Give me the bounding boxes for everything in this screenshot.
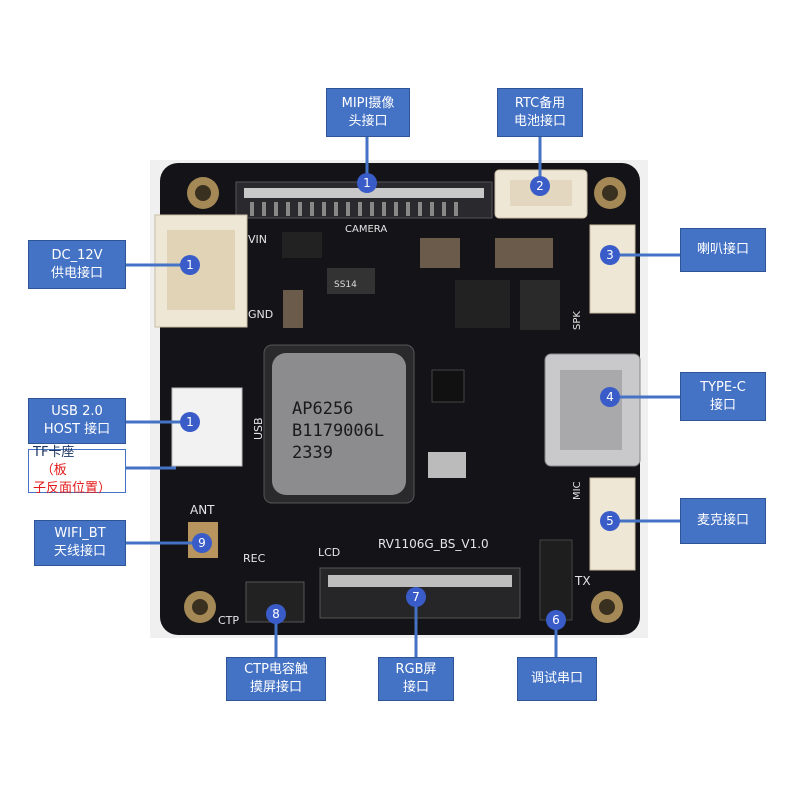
svg-text:8: 8 — [272, 607, 280, 621]
silk-spk: SPK — [572, 311, 583, 330]
silk-tx: TX — [574, 574, 591, 588]
silk-vin: VIN — [248, 233, 267, 246]
svg-text:1: 1 — [363, 176, 371, 190]
silk-ctp: CTP — [218, 614, 239, 627]
svg-text:6: 6 — [552, 613, 560, 627]
number-markers: 1 2 3 4 5 6 7 8 9 1 1 — [180, 173, 620, 630]
svg-text:3: 3 — [606, 248, 614, 262]
silk-ss14: SS14 — [334, 280, 357, 290]
marker-8 — [266, 604, 286, 624]
marker-usb — [180, 412, 200, 432]
marker-7 — [406, 587, 426, 607]
label-rtc-battery: RTC备用电池接口 — [497, 88, 583, 137]
silk-rec: REC — [243, 552, 266, 565]
smd-components — [282, 232, 560, 478]
silk-camera: CAMERA — [345, 224, 387, 235]
svg-text:1: 1 — [186, 258, 194, 272]
svg-text:1: 1 — [186, 415, 194, 429]
marker-9 — [192, 533, 212, 553]
svg-text:5: 5 — [606, 514, 614, 528]
label-speaker: 喇叭接口 — [680, 228, 766, 272]
marker-2 — [530, 176, 550, 196]
label-tf-card: TF卡座（板 子反面位置） — [28, 445, 126, 496]
svg-text:9: 9 — [198, 536, 206, 550]
silk-usb: USB — [252, 417, 265, 440]
mounting-holes — [184, 177, 626, 623]
label-debug-uart: 调试串口 — [517, 657, 597, 701]
marker-3 — [600, 245, 620, 265]
label-mipi-camera: MIPI摄像头接口 — [326, 88, 410, 137]
label-ctp-touch: CTP电容触摸屏接口 — [226, 657, 326, 701]
silk-lcd: LCD — [318, 546, 340, 559]
chip-line-2: B1179006L — [292, 421, 384, 441]
svg-text:4: 4 — [606, 390, 614, 404]
chip-line-1: AP6256 — [292, 399, 353, 419]
marker-4 — [600, 387, 620, 407]
silk-model: RV1106G_BS_V1.0 — [378, 537, 489, 551]
svg-text:2: 2 — [536, 179, 544, 193]
silk-ant: ANT — [190, 503, 215, 517]
marker-1 — [357, 173, 377, 193]
label-rgb-lcd: RGB屏接口 — [378, 657, 454, 701]
marker-5 — [600, 511, 620, 531]
silk-mic: MIC — [572, 481, 583, 500]
speaker-connector — [589, 224, 636, 314]
label-mic: 麦克接口 — [680, 498, 766, 544]
marker-dc — [180, 255, 200, 275]
debug-uart-header — [539, 539, 573, 621]
chip-line-3: 2339 — [292, 443, 333, 463]
svg-text:7: 7 — [412, 590, 420, 604]
marker-6 — [546, 610, 566, 630]
silk-gnd: GND — [248, 308, 273, 321]
